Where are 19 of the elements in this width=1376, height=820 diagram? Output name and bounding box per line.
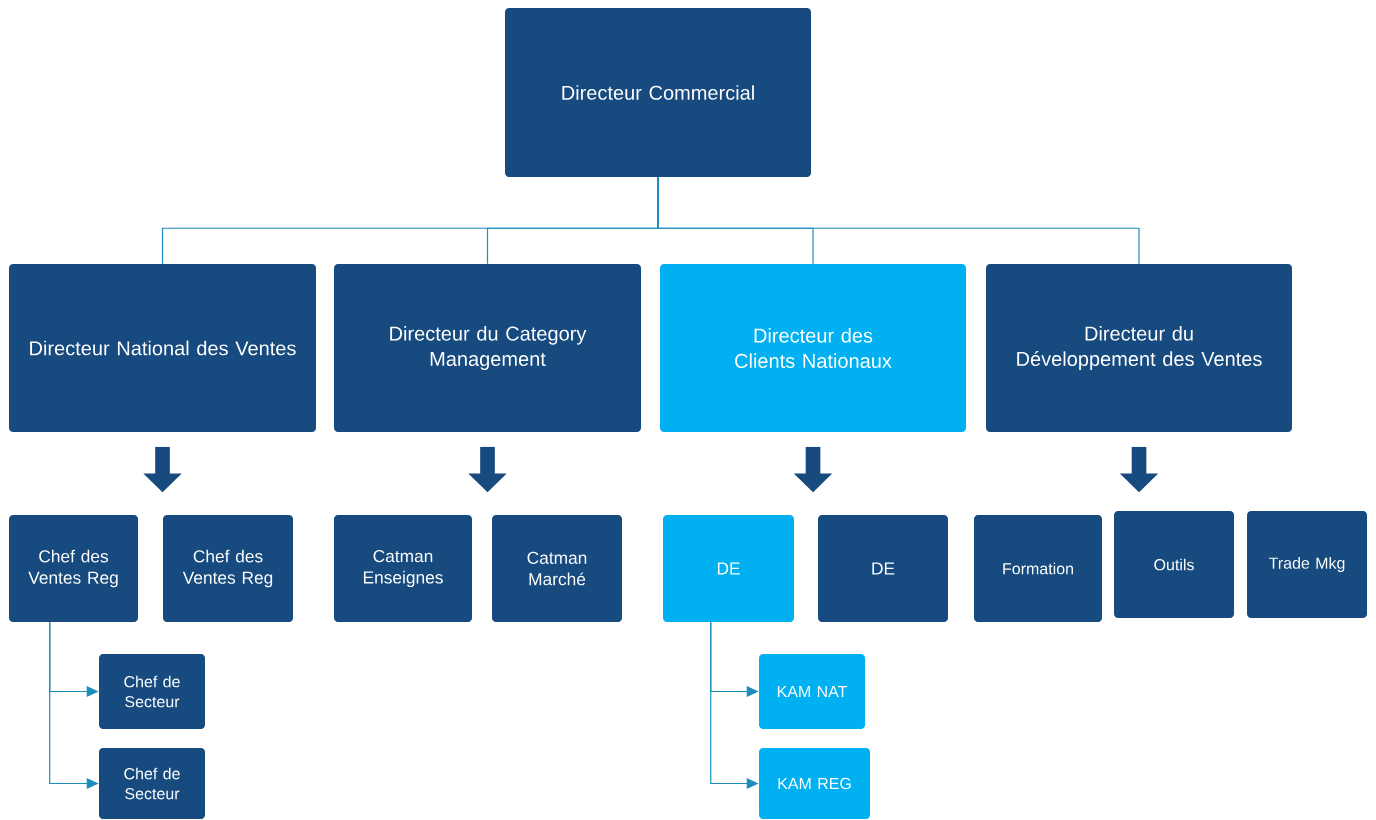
org-box: Chef des Ventes Reg [9, 515, 138, 622]
org-box: Chef de Secteur [99, 654, 205, 729]
org-box: Trade Mkg [1247, 511, 1367, 618]
org-box: DE [818, 515, 948, 622]
org-box: Catman Enseignes [334, 515, 472, 622]
org-box: KAM NAT [759, 654, 865, 729]
org-box: Directeur National des Ventes [9, 264, 316, 432]
org-box: DE [663, 515, 794, 622]
org-box: Formation [974, 515, 1102, 622]
org-box: Directeur du Développement des Ventes [986, 264, 1292, 432]
org-box: Directeur Commercial [505, 8, 811, 177]
org-box: KAM REG [759, 748, 870, 819]
org-box: Chef des Ventes Reg [163, 515, 293, 622]
org-box: Catman Marché [492, 515, 622, 622]
org-box: Chef de Secteur [99, 748, 205, 819]
org-box: Directeur du Category Management [334, 264, 641, 432]
connector-line [657, 176, 1140, 265]
org-box: Outils [1114, 511, 1234, 618]
org-box: Directeur des Clients Nationaux [660, 264, 966, 432]
